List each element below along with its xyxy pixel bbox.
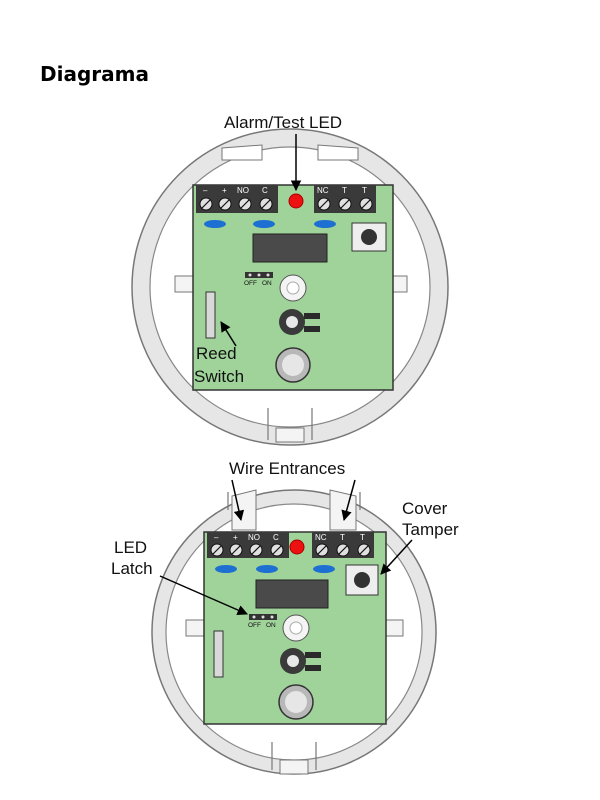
- bottom-jumper-on-label: ON: [266, 622, 276, 629]
- top-jumper-on-label: ON: [262, 280, 272, 287]
- top-tamper-button: [361, 229, 377, 245]
- page-title: Diagrama: [40, 62, 149, 86]
- top-bottom-tab: [275, 427, 305, 443]
- top-term-label: +: [222, 186, 227, 195]
- bottom-blue-oval: [313, 565, 335, 573]
- bottom-clip-left: [185, 619, 205, 637]
- bottom-term-label: T: [360, 533, 365, 542]
- top-blue-oval: [253, 220, 275, 228]
- top-bottom-notch: [267, 408, 313, 440]
- bottom-wire-arrow-right: [341, 479, 356, 522]
- top-jumper-off-label: OFF: [244, 280, 257, 287]
- bottom-alarm-led: [289, 539, 305, 555]
- top-reed-label-2: Switch: [194, 367, 244, 386]
- bottom-term-label: NC: [315, 533, 327, 542]
- top-term-label: –: [203, 186, 208, 195]
- bottom-term-label: T: [340, 533, 345, 542]
- bottom-term-label: NO: [248, 533, 260, 542]
- bottom-term-label: –: [214, 533, 219, 542]
- bottom-led-latch-arrow: [159, 575, 248, 616]
- bottom-jumper-off-label: OFF: [248, 622, 261, 629]
- top-alarm-led-label: Alarm/Test LED: [224, 113, 342, 132]
- top-reed-arrow: [220, 321, 237, 347]
- bottom-cover-label-1: Cover: [402, 499, 448, 518]
- top-blue-oval: [204, 220, 226, 228]
- bottom-term-label: C: [273, 533, 279, 542]
- top-alarm-led: [288, 193, 304, 209]
- bottom-blue-oval: [215, 565, 237, 573]
- top-reed-label-1: Reed: [196, 344, 237, 363]
- top-term-label: NC: [317, 186, 329, 195]
- bottom-led-latch-label-2: Latch: [111, 559, 153, 578]
- top-term-label: T: [362, 186, 367, 195]
- bottom-wire-arrow-left: [231, 479, 245, 522]
- top-blue-oval: [314, 220, 336, 228]
- bottom-bottom-tab: [279, 759, 309, 775]
- bottom-tamper-button: [354, 572, 370, 588]
- top-term-label: T: [342, 186, 347, 195]
- bottom-clip-right: [384, 619, 404, 637]
- bottom-cover-label-2: Tamper: [402, 520, 459, 539]
- bottom-wire-entrances-label: Wire Entrances: [229, 459, 345, 478]
- top-wire-tab-right: [317, 144, 359, 161]
- top-term-label: NO: [237, 186, 249, 195]
- bottom-led-latch-label-1: LED: [114, 538, 147, 557]
- bottom-blue-oval: [256, 565, 278, 573]
- bottom-detector: – + NO C NC T T OFF ON: [111, 459, 459, 775]
- bottom-reed-switch: [213, 630, 224, 678]
- top-wire-tab-left: [221, 144, 263, 161]
- top-detector: – + NO C NC T T: [131, 113, 449, 446]
- bottom-wire-tab-right: [329, 489, 357, 531]
- top-ic-chip: [252, 233, 328, 263]
- top-clip-left: [174, 275, 194, 293]
- bottom-ic-chip: [255, 579, 329, 609]
- bottom-term-label: +: [233, 533, 238, 542]
- top-term-label: C: [262, 186, 268, 195]
- top-reed-switch: [205, 291, 216, 339]
- bottom-cover-arrow: [380, 539, 413, 575]
